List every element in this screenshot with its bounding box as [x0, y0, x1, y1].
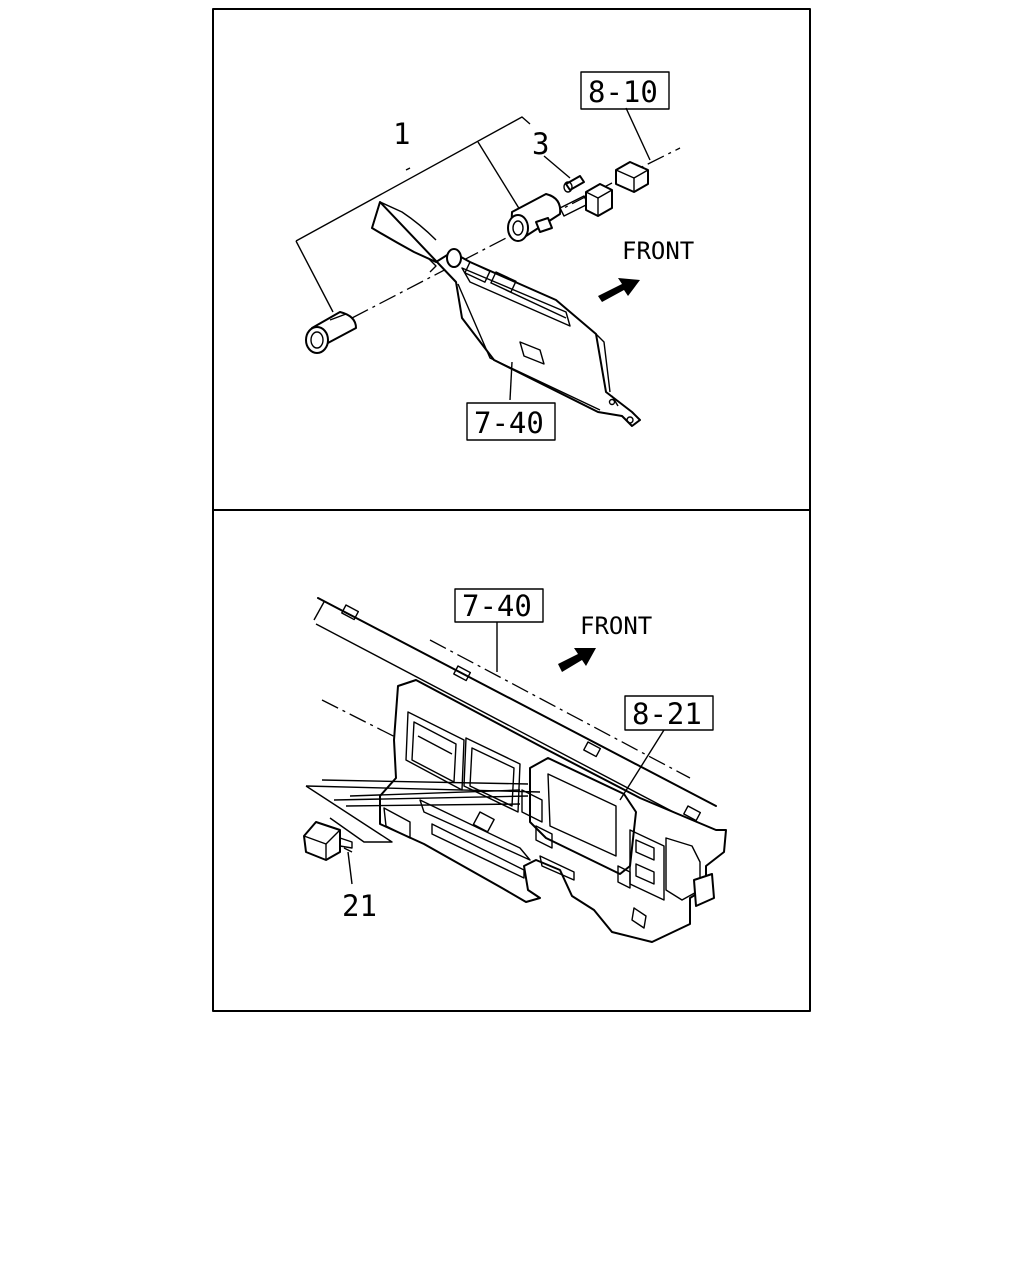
dashboard-body: [379, 679, 727, 943]
top-panel: 1 3 8-10 7-40 FRONT: [295, 71, 694, 441]
dash-top-edge: [317, 597, 717, 807]
front-label: FRONT: [580, 612, 652, 640]
ref-8-10-box: [580, 71, 670, 110]
ref-7-40-label: 7-40: [474, 406, 544, 440]
ref-7-40-box: [466, 402, 556, 441]
part-1-label: 1: [393, 117, 410, 151]
front-arrow: [558, 648, 596, 672]
ref-8-21-box: [624, 695, 714, 731]
lighter-socket: [507, 193, 589, 242]
bottom-panel-frame: [212, 509, 811, 1012]
part-1-leader: [295, 116, 531, 242]
part-21-label: 21: [342, 889, 377, 923]
front-label: FRONT: [622, 237, 694, 265]
front-arrow: [598, 278, 640, 302]
ref-8-10-label: 8-10: [588, 75, 658, 109]
part-3-label: 3: [532, 127, 549, 161]
socket-connector: [585, 183, 613, 217]
center-line: [351, 182, 613, 319]
ref-8-21-label: 8-21: [632, 697, 702, 731]
ref-7-40-box: [454, 588, 544, 623]
bulb: [563, 175, 585, 193]
harness-connector: [615, 161, 649, 193]
bottom-panel: 7-40 8-21 21 FRONT: [303, 588, 727, 943]
ref-7-40-label: 7-40: [462, 589, 532, 623]
lighter-plug: [305, 311, 357, 354]
switch-21: [303, 821, 353, 861]
switch-guide-lines: [305, 779, 541, 843]
trim-panel: [371, 201, 641, 427]
